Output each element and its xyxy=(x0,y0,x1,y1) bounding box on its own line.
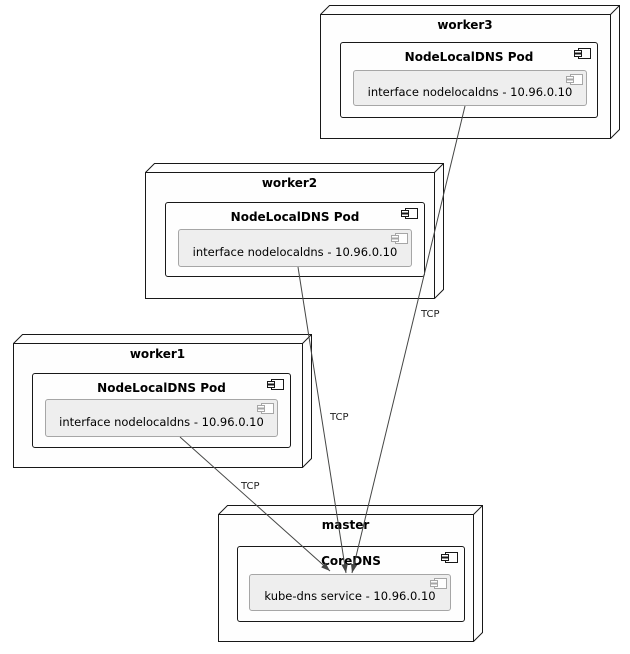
node-worker2-title: worker2 xyxy=(261,176,318,190)
artifact-icon-worker2-tab-bottom xyxy=(391,238,399,242)
component-title-worker1: NodeLocalDNS Pod xyxy=(97,381,226,395)
component-icon-worker3-tab-bottom xyxy=(574,53,582,57)
component-icon-master-tab-top xyxy=(441,554,449,558)
artifact-icon-worker1 xyxy=(257,403,274,414)
component-icon-master-tab-bottom xyxy=(441,557,449,561)
edge-label-0: TCP xyxy=(241,481,260,492)
artifact-icon-master xyxy=(430,578,447,589)
artifact-icon-worker3 xyxy=(566,74,583,85)
edge-label-2: TCP xyxy=(421,309,440,320)
node-master-title: master xyxy=(321,518,370,532)
component-icon-worker2 xyxy=(401,208,418,219)
component-title-worker2: NodeLocalDNS Pod xyxy=(230,210,360,224)
component-icon-worker3 xyxy=(574,48,591,59)
component-title-master: CoreDNS xyxy=(321,554,381,568)
node-worker3-top-right-edge xyxy=(610,5,620,15)
component-icon-worker2-tab-top xyxy=(401,210,409,214)
component-title-worker3: NodeLocalDNS Pod xyxy=(404,50,534,64)
artifact-icon-worker3-tab-bottom xyxy=(566,79,574,83)
component-icon-worker1 xyxy=(267,379,284,390)
artifact-worker1: interface nodelocaldns - 10.96.0.10 xyxy=(45,399,278,437)
artifact-icon-master-tab-bottom xyxy=(430,583,438,587)
component-icon-worker3-tab-top xyxy=(574,50,582,54)
artifact-icon-worker3-tab-top xyxy=(566,76,574,80)
component-icon-worker1-tab-top xyxy=(267,381,275,385)
component-icon-worker1-tab-bottom xyxy=(267,384,275,388)
component-icon-worker2-tab-bottom xyxy=(401,213,409,217)
artifact-icon-master-tab-top xyxy=(430,580,438,584)
artifact-icon-worker1-tab-bottom xyxy=(257,408,265,412)
component-icon-master xyxy=(441,552,458,563)
artifact-icon-worker1-tab-top xyxy=(257,405,265,409)
artifact-worker3: interface nodelocaldns - 10.96.0.10 xyxy=(353,70,587,106)
artifact-master: kube-dns service - 10.96.0.10 xyxy=(249,574,451,611)
node-worker3-title: worker3 xyxy=(437,18,493,32)
artifact-icon-worker2-tab-top xyxy=(391,235,399,239)
artifact-icon-worker2 xyxy=(391,233,408,244)
node-worker1-title: worker1 xyxy=(129,347,186,361)
edge-label-1: TCP xyxy=(330,412,349,423)
node-master-top-right-edge xyxy=(473,505,483,515)
artifact-worker2: interface nodelocaldns - 10.96.0.10 xyxy=(178,229,412,267)
